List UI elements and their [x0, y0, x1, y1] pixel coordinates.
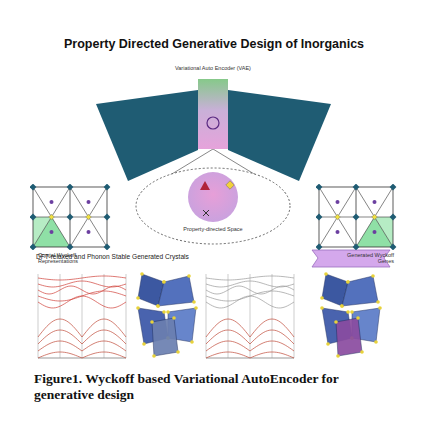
grid-figure — [316, 184, 398, 250]
grid-caption: Generated Wyckoff Genes — [342, 252, 394, 264]
vae-block: Variational Auto Encoder (VAE) — [148, 65, 278, 149]
latent-space: Property-directed Space — [134, 166, 292, 246]
crystal-structure — [320, 272, 382, 358]
band-structure — [206, 274, 294, 358]
crystal-structure — [136, 272, 198, 358]
figure-caption: Figure1. Wyckoff based Variational AutoE… — [34, 371, 364, 402]
vae-label: Variational Auto Encoder (VAE) — [148, 65, 278, 71]
figure-title: Property Directed Generative Design of I… — [0, 37, 428, 51]
input-grid: Crystal Wyckoff Representations — [30, 184, 112, 264]
output-grid: Generated Wyckoff Genes — [316, 184, 398, 264]
space-label: Property-directed Space — [164, 226, 262, 232]
wyckoff-grid — [316, 184, 396, 250]
grid-figure — [30, 184, 112, 250]
wyckoff-grid — [30, 184, 110, 250]
bottleneck-mark — [198, 79, 228, 149]
vae-bar — [198, 79, 228, 149]
crystal-illustrations — [38, 272, 382, 358]
band-structure — [38, 274, 126, 358]
latent-ellipse — [134, 166, 292, 246]
section-label: DFT-relaxed and Phonon Stable Generated … — [36, 253, 308, 260]
